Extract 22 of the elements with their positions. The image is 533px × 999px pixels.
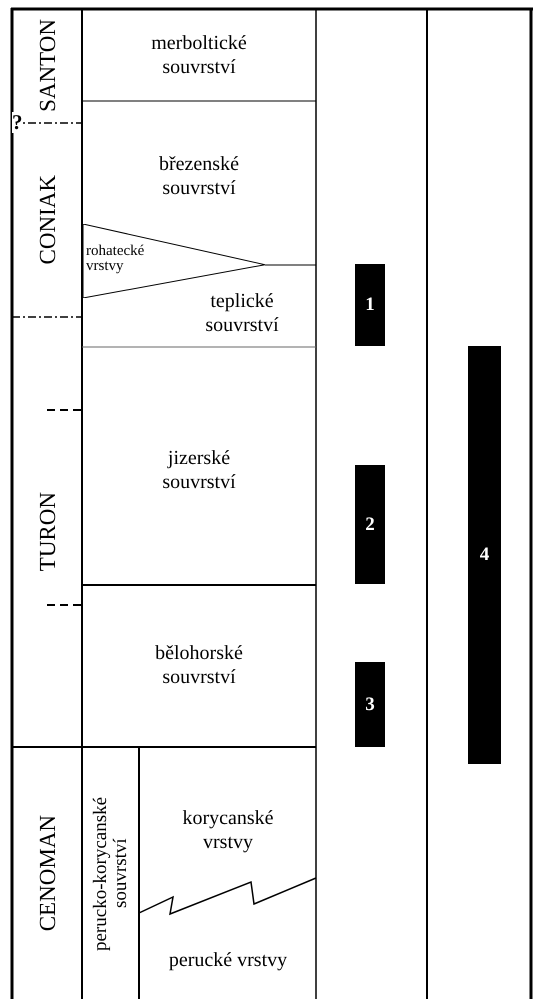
bar-number: 1 [365, 294, 375, 316]
formation-label: perucké vrstvy [168, 948, 288, 972]
bar-number: 3 [365, 694, 375, 716]
range-bar [355, 465, 385, 584]
question-mark: ? [12, 112, 22, 133]
formation-label: teplické souvrství [204, 289, 280, 337]
range-bar [355, 662, 385, 747]
stage-label: CENOMAN [36, 815, 58, 932]
range-bar [468, 346, 501, 764]
formation-label: perucko-korycanské souvrství [91, 795, 131, 953]
wedge-label: rohatecké vrstvy [86, 244, 146, 274]
stage-label: CONIAK [36, 175, 58, 265]
formation-label: březenské souvrství [158, 152, 240, 200]
formation-label: korycanské vrstvy [181, 806, 275, 854]
range-bar [355, 264, 385, 346]
bar-number: 4 [480, 544, 490, 566]
stage-label: TURON [36, 492, 58, 572]
stage-label: SANTON [36, 18, 58, 112]
formation-label: merboltické souvrství [150, 31, 248, 79]
formation-label: bělohorské souvrství [154, 641, 244, 689]
bar-number: 2 [365, 514, 375, 536]
formation-label: jizerské souvrství [161, 446, 237, 494]
